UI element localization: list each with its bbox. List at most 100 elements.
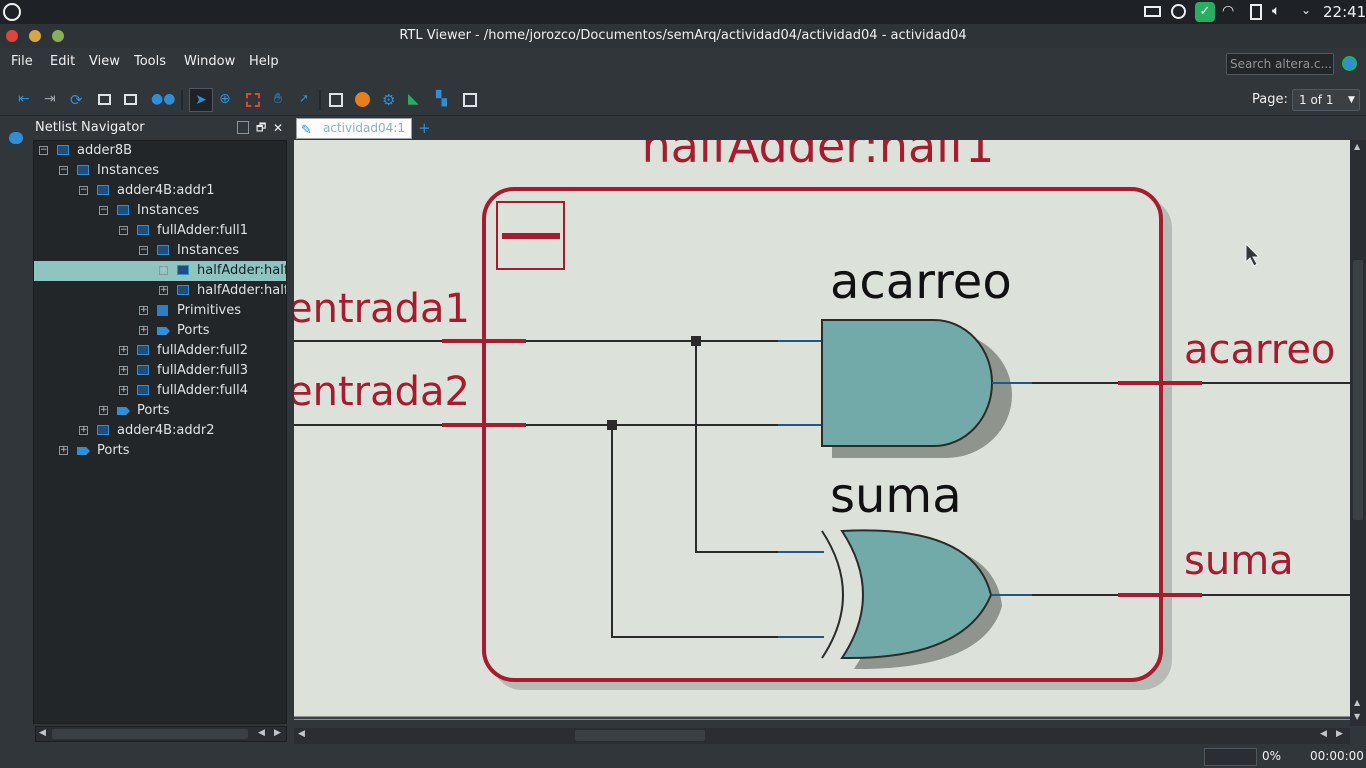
collapse-icon[interactable]: − — [59, 165, 68, 175]
back-icon[interactable]: ⇤ — [18, 91, 30, 107]
scroll-handle[interactable] — [52, 729, 248, 739]
gate-label-suma: suma — [830, 468, 962, 524]
collapse-icon[interactable]: − — [99, 205, 108, 215]
canvas-vertical-scrollbar[interactable]: ▲ ▲ ▼ — [1350, 140, 1366, 726]
menu-view[interactable]: View — [89, 54, 120, 69]
expand-icon[interactable]: + — [159, 265, 168, 275]
scroll-handle[interactable] — [575, 730, 705, 741]
scroll-up-icon[interactable]: ▲ — [1354, 142, 1361, 151]
play-icon[interactable] — [1171, 4, 1186, 19]
tree-item[interactable]: +fullAdder:full2 — [34, 341, 286, 361]
tree-item[interactable]: −Instances — [34, 241, 286, 261]
maximize-window-button[interactable] — [52, 30, 64, 42]
tree-item[interactable]: +Ports — [34, 401, 286, 421]
expand-icon[interactable]: + — [139, 325, 148, 335]
pin-icon[interactable] — [237, 121, 249, 134]
clock[interactable]: 22:41 — [1323, 3, 1366, 21]
and-gate[interactable] — [821, 319, 993, 447]
hand-tool-icon[interactable]: ✋︎ — [274, 91, 282, 107]
xor-gate[interactable] — [840, 529, 993, 660]
refresh-icon[interactable]: ⟳ — [70, 91, 83, 109]
scroll-handle[interactable] — [1353, 260, 1363, 520]
expand-icon[interactable]: + — [59, 445, 68, 455]
expand-icon[interactable]: + — [99, 405, 108, 415]
expand-icon[interactable]: + — [119, 365, 128, 375]
page-select[interactable]: 1 of 1 ▼ — [1292, 89, 1360, 111]
fit-window-icon[interactable] — [246, 93, 260, 107]
tab-actividad04[interactable]: ✎ actividad04:1 — [296, 118, 412, 139]
tree-item[interactable]: +fullAdder:full4 — [34, 381, 286, 401]
scroll-right-icon[interactable]: ▶ — [1336, 729, 1343, 739]
update-check-icon[interactable]: ✓ — [1195, 2, 1215, 22]
forward-icon[interactable]: ⇥ — [44, 91, 56, 107]
scroll-left-icon[interactable]: ◀ — [1320, 729, 1327, 739]
tree-item[interactable]: +fullAdder:full3 — [34, 361, 286, 381]
export-netlist-icon[interactable] — [463, 93, 477, 107]
battery-icon[interactable] — [1144, 6, 1161, 17]
tree-item[interactable]: −Instances — [34, 201, 286, 221]
tree-item[interactable]: −adder8B — [34, 141, 286, 161]
wave-icon[interactable]: ◣ — [408, 91, 419, 107]
tree-item[interactable]: +Ports — [34, 441, 286, 461]
minimize-window-button[interactable] — [29, 30, 41, 42]
tree-item[interactable]: −fullAdder:full1 — [34, 221, 286, 241]
scroll-left-icon[interactable]: ◀ — [298, 729, 305, 739]
chat-icon[interactable] — [9, 132, 23, 144]
expand-icon[interactable]: + — [119, 345, 128, 355]
toolbar: ⇤ ⇥ ⟳ ●● ➤ ⊕ ✋︎ ➚ ⚙ ◣ ▚ Page: 1 of 1 ▼ — [0, 84, 1366, 116]
tree-item[interactable]: +adder4B:addr2 — [34, 421, 286, 441]
netlist-icon[interactable]: ▚ — [436, 91, 447, 107]
collapse-icon[interactable]: − — [119, 225, 128, 235]
palette-icon[interactable] — [355, 92, 370, 107]
expand-icon[interactable]: + — [119, 385, 128, 395]
tree-item-label: Ports — [177, 323, 210, 338]
float-icon[interactable]: 🗗︎ — [256, 121, 267, 134]
menu-edit[interactable]: Edit — [50, 54, 76, 69]
selection-tool-button[interactable]: ➤ — [189, 88, 213, 112]
app-launcher-icon[interactable] — [3, 3, 21, 21]
scroll-up-icon[interactable]: ▲ — [1354, 698, 1361, 707]
tree-item[interactable]: + Ports — [34, 321, 286, 341]
expand-icon[interactable]: + — [139, 305, 148, 315]
tree-item[interactable]: +halfAdder:half — [34, 261, 286, 281]
collapse-icon[interactable]: − — [79, 185, 88, 195]
close-window-button[interactable] — [6, 30, 18, 42]
primitive-icon — [157, 305, 168, 316]
tree-item[interactable]: −adder4B:addr1 — [34, 181, 286, 201]
tree-horizontal-scrollbar[interactable]: ◀ ◀ ▶ — [35, 726, 287, 742]
tree-item[interactable]: −Instances — [34, 161, 286, 181]
tree-item[interactable]: +Primitives — [34, 301, 286, 321]
wifi-icon[interactable]: ◠ — [1222, 3, 1235, 19]
expand-icon[interactable]: + — [159, 285, 168, 295]
chevron-down-icon[interactable]: ⌄ — [1301, 3, 1312, 17]
canvas-horizontal-scrollbar[interactable]: ◀ ◀ ▶ — [294, 728, 1350, 744]
scroll-left-icon[interactable]: ◀ — [39, 728, 46, 738]
globe-icon[interactable] — [1342, 56, 1357, 71]
menu-window[interactable]: Window — [184, 54, 236, 69]
scroll-left-icon[interactable]: ◀ — [258, 728, 265, 738]
hierarchy-icon[interactable] — [329, 93, 343, 107]
clipboard-icon[interactable] — [1250, 4, 1262, 20]
print-icon[interactable] — [98, 94, 111, 105]
schematic-canvas[interactable]: halfAdder:half1 entrada1 entrada2 acarre… — [294, 140, 1350, 720]
scroll-down-icon[interactable]: ▼ — [1354, 712, 1361, 721]
collapse-icon[interactable]: − — [139, 245, 148, 255]
progress-bar — [1204, 748, 1257, 766]
expand-icon[interactable]: + — [79, 425, 88, 435]
volume-icon[interactable]: 🔈︎ — [1272, 3, 1281, 19]
export-icon[interactable] — [124, 94, 137, 105]
collapse-icon[interactable]: − — [39, 145, 48, 155]
close-icon[interactable]: ✕ — [273, 121, 284, 135]
menu-help[interactable]: Help — [249, 54, 279, 69]
pointer-icon[interactable]: ➚ — [299, 91, 310, 105]
add-tab-icon[interactable]: + — [418, 119, 431, 137]
zoom-in-icon[interactable]: ⊕ — [219, 91, 231, 107]
collapse-box[interactable] — [496, 201, 565, 270]
menu-tools[interactable]: Tools — [134, 54, 167, 69]
search-input[interactable]: Search altera.c... — [1226, 53, 1334, 75]
settings-icon[interactable]: ⚙ — [382, 91, 396, 109]
menu-file[interactable]: File — [11, 54, 33, 69]
binoculars-icon[interactable]: ●● — [151, 91, 176, 107]
tree-item[interactable]: +halfAdder:half — [34, 281, 286, 301]
scroll-right-icon[interactable]: ▶ — [274, 728, 281, 738]
